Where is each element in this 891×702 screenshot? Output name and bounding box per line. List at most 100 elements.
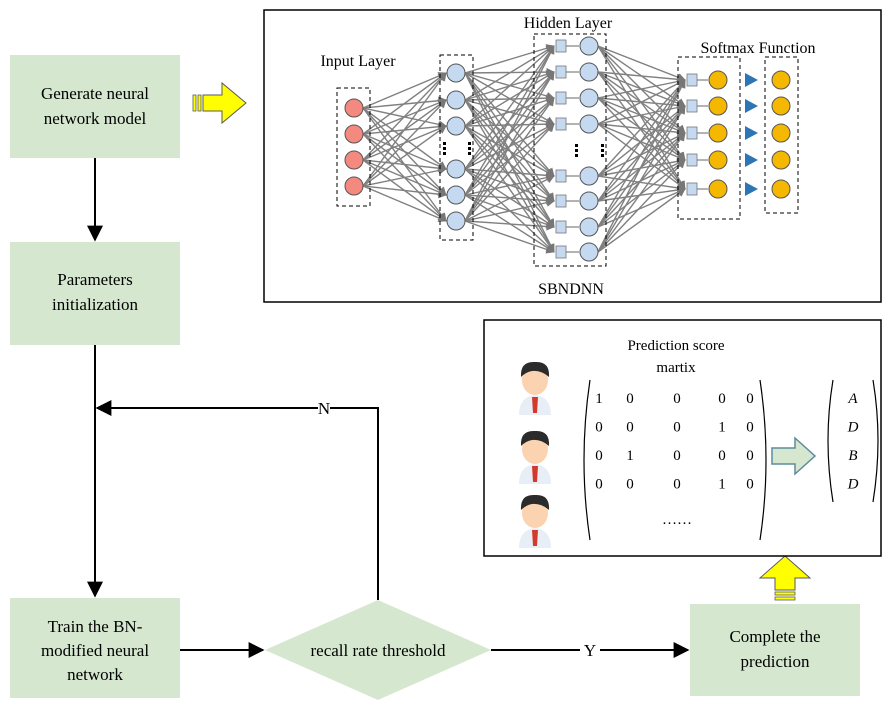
connection-line: [597, 188, 686, 228]
matrix-cell: 1: [718, 477, 726, 493]
ellipsis-dot: [601, 144, 604, 147]
avatar-hair: [520, 361, 550, 377]
no-label: N: [318, 399, 330, 418]
connection-line: [464, 45, 555, 196]
softmax-label: Softmax Function: [700, 40, 815, 57]
connection-line: [597, 132, 686, 253]
connection-line: [597, 105, 686, 253]
input-node: [344, 124, 364, 144]
hidden-node: [579, 217, 599, 237]
avatar-tie: [532, 530, 538, 546]
triangle-marker: [745, 73, 758, 87]
connection-line: [464, 44, 555, 74]
matrix-ellipsis: ……: [662, 512, 692, 528]
softmax-frame: [677, 56, 741, 220]
loop-line-vertical: [330, 407, 379, 600]
connection-line: [362, 99, 447, 187]
generate-model-line2: network model: [44, 109, 147, 128]
output-node: [771, 70, 791, 90]
connection-line: [362, 72, 447, 161]
connection-line: [597, 103, 686, 125]
decision-label: recall rate threshold: [311, 641, 446, 660]
connection-line: [597, 185, 686, 202]
connection-line: [464, 45, 555, 222]
hidden-node: [579, 114, 599, 134]
connection-line: [597, 77, 686, 99]
softmax-node: [708, 96, 728, 116]
connection-line: [597, 79, 686, 177]
hidden-node: [579, 36, 599, 56]
connection-line: [464, 45, 555, 101]
connection-line: [464, 97, 555, 222]
matrix-right-bracket: [759, 379, 767, 541]
connection-line: [362, 72, 447, 135]
hidden-layer-label: Hidden Layer: [524, 15, 613, 32]
connection-line: [362, 125, 447, 187]
connection-line: [464, 175, 555, 222]
matrix-cell: 0: [626, 391, 634, 407]
bn-square: [555, 117, 567, 131]
triangle-marker: [745, 153, 758, 167]
person-icon: [519, 361, 551, 415]
ellipsis-dot: [468, 147, 471, 150]
bn-square: [555, 194, 567, 208]
connection-line: [464, 119, 555, 129]
bn-square: [555, 220, 567, 234]
bn-square: [555, 65, 567, 79]
ellipsis-dot: [443, 142, 446, 145]
ellipsis-dot: [575, 154, 578, 157]
matrix-cell: 0: [718, 448, 726, 464]
connection-line: [597, 79, 686, 125]
ellipsis-dot: [601, 154, 604, 157]
matrix-cell: 0: [673, 448, 681, 464]
matrix-cell: 0: [595, 420, 603, 436]
ellipsis-dot: [575, 149, 578, 152]
connection-line: [597, 157, 686, 177]
connection-line: [464, 45, 555, 127]
train-box: Train the BN- modified neural network: [10, 598, 180, 698]
matrix-cell: 0: [673, 391, 681, 407]
flow-arrows: [87, 158, 690, 658]
ellipsis-dot: [443, 147, 446, 150]
connection-line: [464, 220, 555, 254]
hidden-node: [579, 88, 599, 108]
connection-line: [464, 125, 555, 253]
answer-left-bracket: [827, 379, 834, 503]
bn-square: [555, 91, 567, 105]
matrix-cell: 0: [626, 477, 634, 493]
yes-label: Y: [584, 641, 596, 660]
connection-line: [362, 159, 447, 173]
matrix-cell: 1: [626, 448, 634, 464]
hidden-node: [579, 242, 599, 262]
complete-box: Complete the prediction: [690, 604, 860, 696]
hidden-node: [446, 211, 466, 231]
avatar-tie: [532, 466, 538, 482]
input-node: [344, 176, 364, 196]
matrix-cell: 0: [595, 448, 603, 464]
network-panel: [263, 9, 882, 303]
avatar-tie: [532, 397, 538, 413]
hidden-node: [446, 185, 466, 205]
connection-line: [597, 79, 686, 202]
bn-square: [686, 99, 698, 113]
ellipsis-dot: [468, 142, 471, 145]
bn-square: [686, 182, 698, 196]
decision-diamond: recall rate threshold: [265, 600, 491, 700]
hidden-node: [446, 116, 466, 136]
hidden-node: [579, 62, 599, 82]
connection-line: [464, 220, 555, 231]
ellipsis-dot: [468, 152, 471, 155]
prediction-title-line1: Prediction score: [627, 338, 724, 354]
softmax-node: [708, 123, 728, 143]
answer-value: D: [847, 477, 859, 493]
triangle-marker: [745, 126, 758, 140]
bn-square: [686, 153, 698, 167]
connection-line: [362, 107, 447, 170]
model-name-label: SBNDNN: [538, 281, 604, 298]
bn-square: [555, 39, 567, 53]
generate-model-box: Generate neural network model: [10, 55, 180, 158]
bn-square: [686, 73, 698, 87]
connection-line: [597, 79, 686, 253]
